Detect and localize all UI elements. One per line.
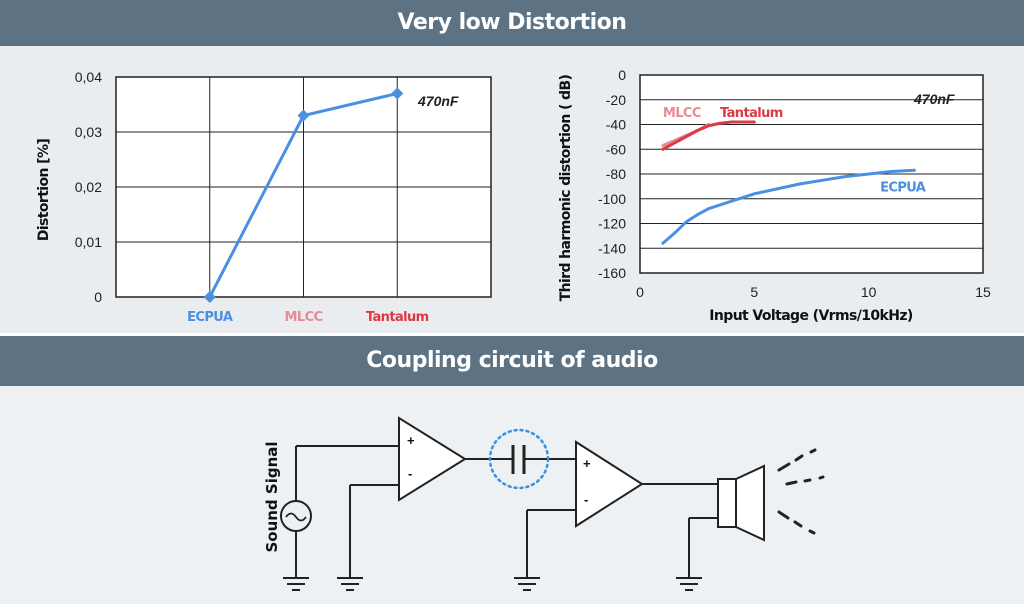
distortion-chart: 0 0,01 0,02 0,03 0,04 ECPUA MLCC Tantalum 470n… xyxy=(36,69,492,325)
sine-wave-icon xyxy=(285,512,307,522)
chart1-point xyxy=(391,87,404,100)
chart2-ytick-label: -60 xyxy=(606,141,626,157)
harmonic-chart: 0 -20 -40 -60 -80 -100 -120 -140 -160 0 5 10 15 MLC… xyxy=(558,67,991,324)
header-banner: Very low Distortion xyxy=(0,0,1024,46)
opamp1-plus-sign: + xyxy=(407,433,415,448)
chart2-note: 470nF xyxy=(913,91,955,107)
circuit-panel xyxy=(0,386,1024,604)
op-amp-2-icon xyxy=(575,440,644,528)
chart1-xtick-label: MLCC xyxy=(285,310,323,325)
speaker-cone xyxy=(735,464,765,542)
op-amp-1-icon xyxy=(398,416,467,502)
chart2-y-ticks: 0 -20 -40 -60 -80 -100 -120 -140 -160 xyxy=(598,67,626,281)
chart2-ytick-label: -80 xyxy=(606,166,626,182)
chart1-ytick-label: 0,04 xyxy=(75,69,102,85)
chart2-series-label: ECPUA xyxy=(880,180,926,195)
chart1-point xyxy=(203,291,216,303)
divider xyxy=(0,333,1024,336)
chart1-ytick-label: 0 xyxy=(94,289,102,305)
section-title: Coupling circuit of audio xyxy=(366,348,658,373)
chart2-xtick-label: 5 xyxy=(750,284,758,300)
chart2-ytick-label: 0 xyxy=(618,67,626,83)
chart1-y-ticks: 0 0,01 0,02 0,03 0,04 xyxy=(75,69,102,305)
chart2-ytick-label: -160 xyxy=(598,265,626,281)
chart2-ytick-label: -120 xyxy=(598,216,626,232)
chart1-xtick-label: Tantalum xyxy=(366,310,429,325)
chart2-ylabel: Third harmonic distortion ( dB) xyxy=(558,74,574,301)
highlight-circle xyxy=(488,428,550,490)
chart1-point xyxy=(297,109,310,122)
chart2-ytick-label: -20 xyxy=(606,92,626,108)
chart2-xtick-label: 15 xyxy=(975,284,991,300)
chart2-ytick-label: -40 xyxy=(606,117,626,133)
chart2-series-label: Tantalum xyxy=(720,106,783,121)
speaker-icon xyxy=(717,478,737,528)
opamp1-minus-sign: - xyxy=(408,466,412,481)
opamp2-plus-sign: + xyxy=(583,456,591,471)
chart1-ytick-label: 0,03 xyxy=(75,124,102,140)
audio-coupling-circuit xyxy=(280,416,825,591)
chart2-xlabel: Input Voltage (Vrms/10kHz) xyxy=(709,308,913,324)
chart1-points xyxy=(203,87,404,303)
opamp2-minus-sign: - xyxy=(584,492,588,507)
sound-waves-icon xyxy=(777,448,825,535)
chart1-ytick-label: 0,01 xyxy=(75,234,102,250)
chart2-x-ticks: 0 5 10 15 xyxy=(636,284,991,300)
ground-icon xyxy=(514,577,540,591)
chart2-ytick-label: -140 xyxy=(598,240,626,256)
chart2-xtick-label: 10 xyxy=(861,284,877,300)
section-banner: Coupling circuit of audio xyxy=(0,336,1024,386)
header-title: Very low Distortion xyxy=(397,10,627,35)
chart2-series-line-ecpua xyxy=(661,168,916,245)
ground-icon xyxy=(676,577,702,591)
chart1-ylabel: Distortion [%] xyxy=(36,139,52,242)
chart2-series-label: MLCC xyxy=(663,106,701,121)
chart2-series-line-tantalum xyxy=(661,120,756,151)
ground-icon xyxy=(337,577,363,591)
chart2-grid xyxy=(640,99,983,249)
chart1-xtick-label: ECPUA xyxy=(187,310,233,325)
chart1-note: 470nF xyxy=(417,93,459,109)
chart2-xtick-label: 0 xyxy=(636,284,644,300)
chart1-x-ticks: ECPUA MLCC Tantalum xyxy=(187,310,429,325)
chart2-series xyxy=(661,120,916,245)
sound-signal-label: Sound Signal xyxy=(263,441,281,552)
chart2-ytick-label: -100 xyxy=(598,191,626,207)
ground-icon xyxy=(283,577,309,591)
chart1-ytick-label: 0,02 xyxy=(75,179,102,195)
